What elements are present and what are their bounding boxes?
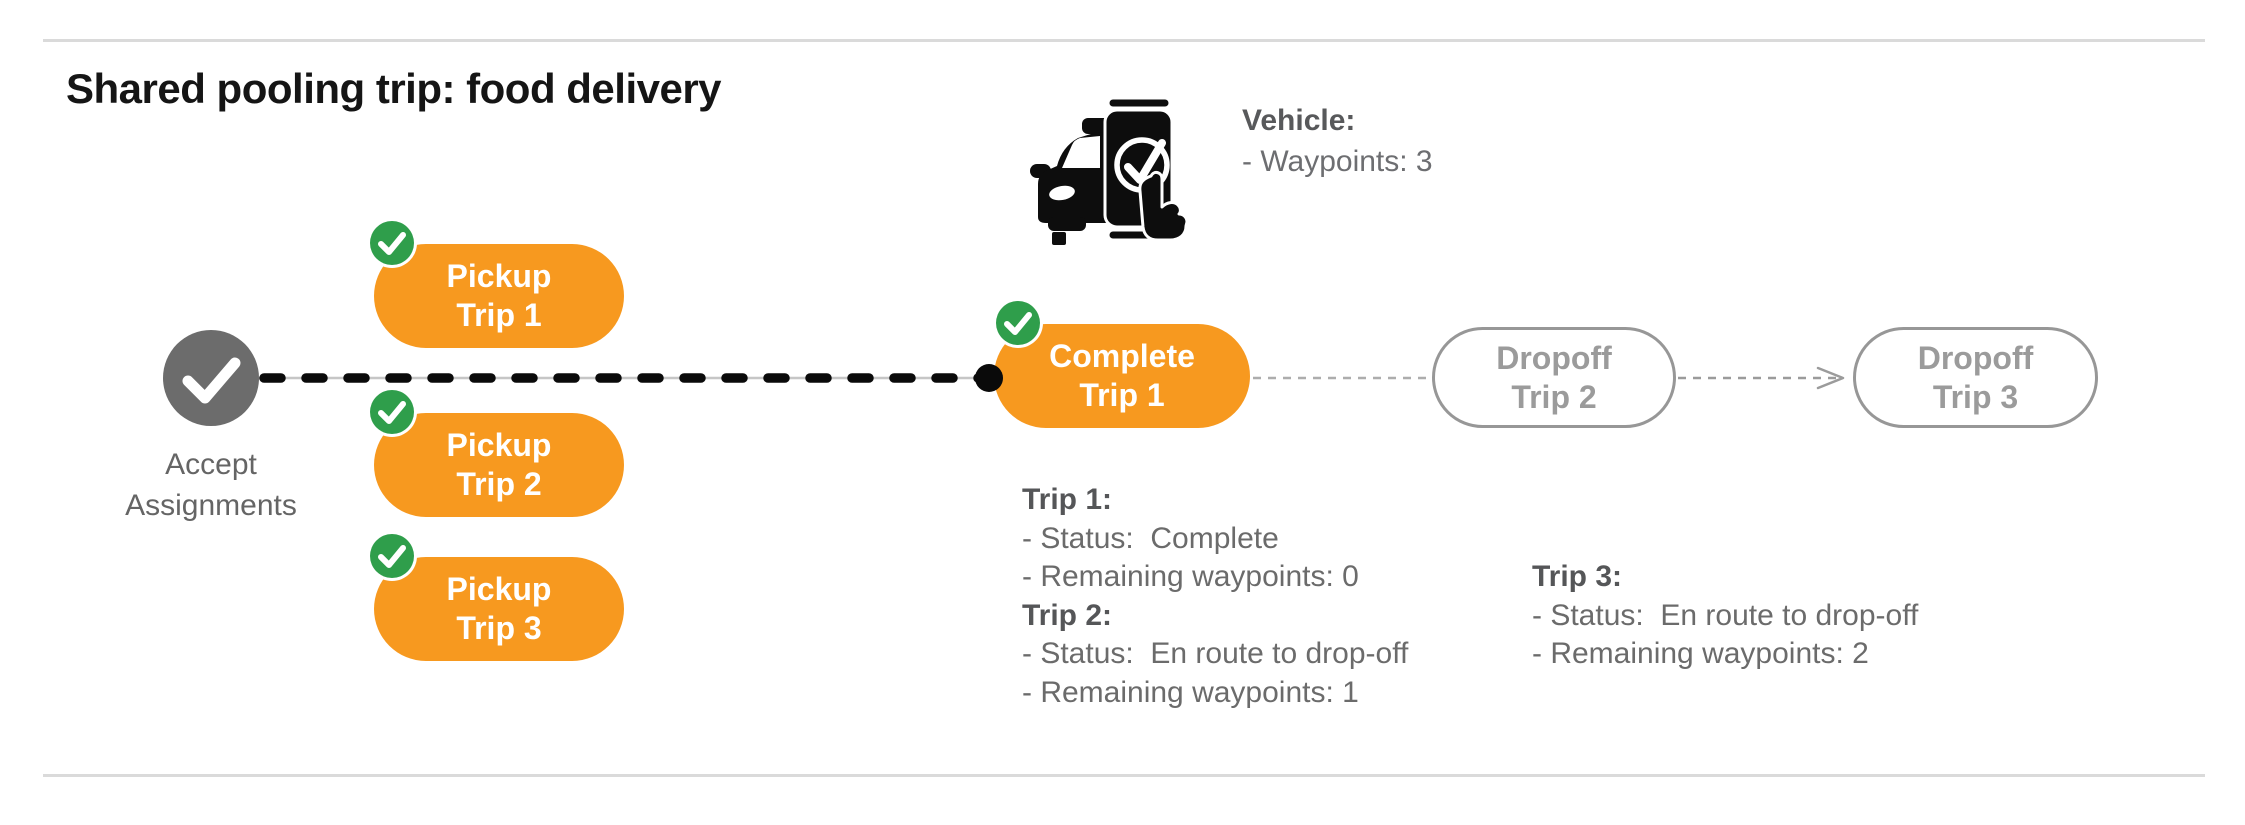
trip3-waypoints: - Remaining waypoints: 2 [1532, 637, 1869, 670]
trip1-status: - Status: Complete [1022, 521, 1279, 555]
node-complete-trip-1: Complete Trip 1 [994, 324, 1250, 428]
trip1-waypoints: - Remaining waypoints: 0 [1022, 560, 1359, 593]
check-badge-icon [370, 534, 414, 578]
trip3-heading: Trip 3: [1532, 560, 1623, 593]
trip2-status: - Status: En route to drop-off [1022, 637, 1409, 670]
page-title: Shared pooling trip: food delivery [66, 65, 722, 112]
check-badge-icon [370, 390, 414, 434]
trip1-heading: Trip 1: [1022, 483, 1113, 516]
waypoint-dot [975, 364, 1003, 392]
vehicle-info: Vehicle: - Waypoints: 3 [1242, 100, 1433, 182]
accept-assignments-node [163, 330, 259, 426]
car-phone-check-icon [1030, 96, 1189, 245]
trip3-status: - Status: En route to drop-off [1532, 598, 1919, 632]
check-badge-icon [370, 221, 414, 265]
node-pickup-trip-2: Pickup Trip 2 [374, 413, 624, 517]
node-dropoff-trip-2: Dropoff Trip 2 [1432, 327, 1676, 428]
vehicle-label: Vehicle: [1242, 104, 1356, 137]
node-dropoff-trip-3: Dropoff Trip 3 [1853, 327, 2098, 428]
trip-status-block-2: Trip 3: - Status: En route to drop-off -… [1532, 558, 1918, 674]
bottom-divider [43, 774, 2205, 777]
accept-assignments-label: Accept Assignments [125, 448, 297, 522]
trip2-waypoints: - Remaining waypoints: 1 [1022, 675, 1359, 709]
trip-status-block-1: Trip 1: - Status: Complete - Remaining w… [1022, 481, 1408, 712]
check-icon [182, 357, 241, 404]
check-badge-icon [996, 301, 1040, 345]
node-pickup-trip-1: Pickup Trip 1 [374, 244, 624, 348]
node-pickup-trip-3: Pickup Trip 3 [374, 557, 624, 661]
vehicle-waypoints: - Waypoints: 3 [1242, 145, 1433, 178]
top-divider [43, 39, 2205, 42]
trip2-heading: Trip 2: [1022, 598, 1113, 632]
